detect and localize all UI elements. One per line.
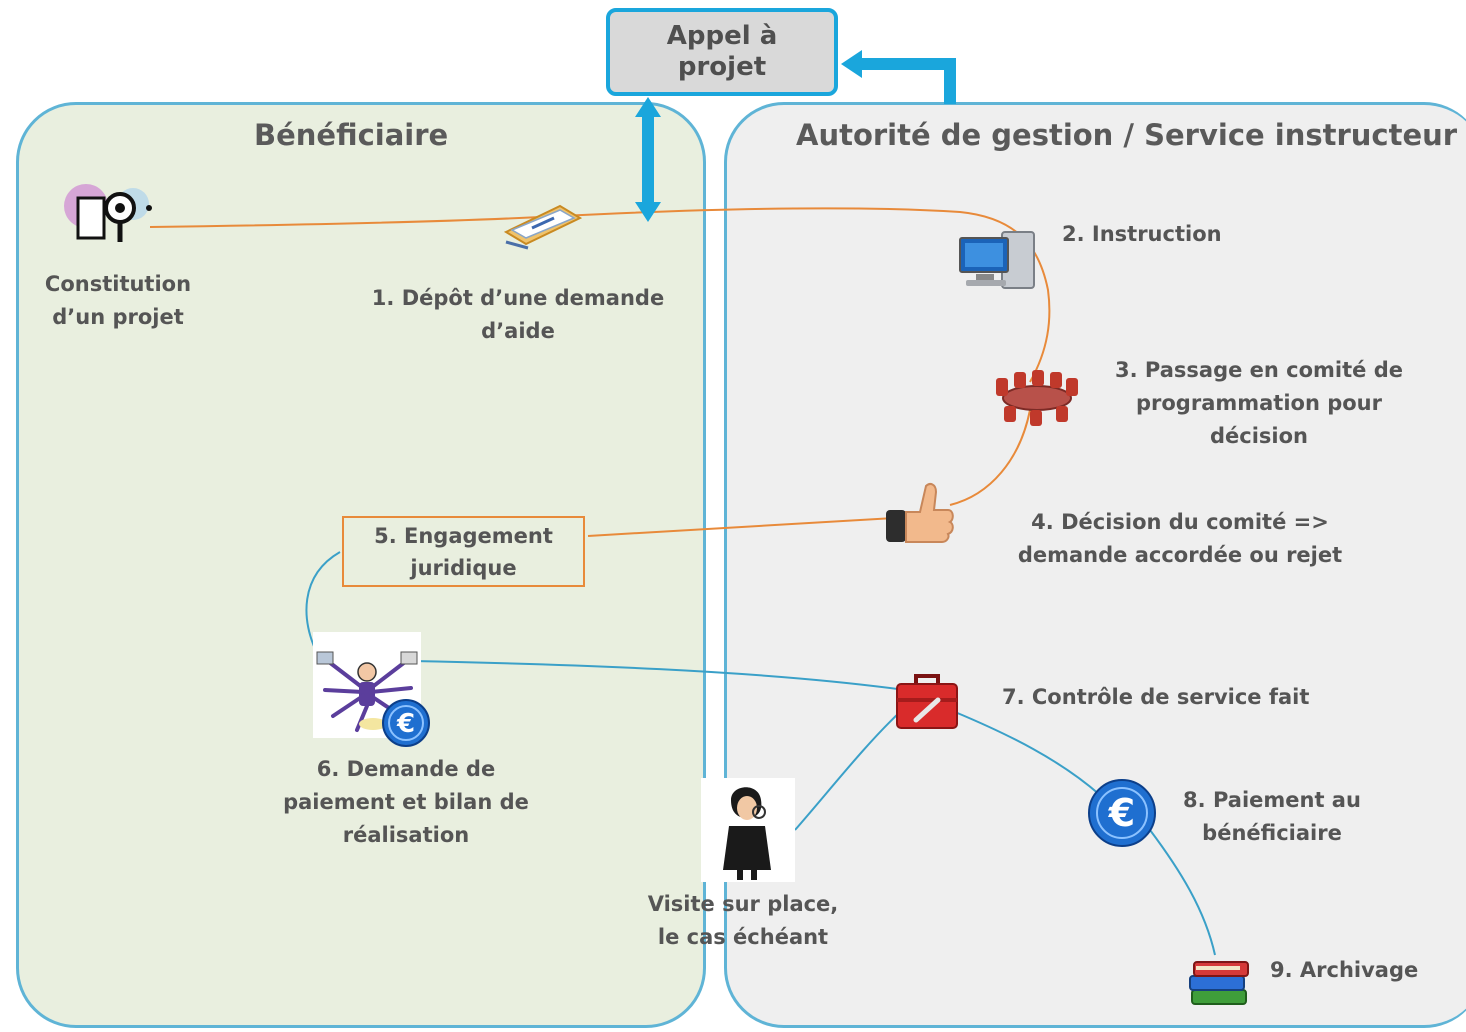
arrow-call-to-flow-head-down [635,202,661,222]
books-stack-icon [1188,950,1252,1012]
euro-coin-icon: € [1086,778,1158,852]
constitution-label: Constitution d’un projet [44,272,192,329]
step-3-label: 3. Passage en comité de programmation po… [1115,358,1403,448]
flow-line-committee-to-decision [949,409,1031,506]
flow-line-visit-to-control [794,711,901,831]
inspector-woman-icon [701,778,795,886]
committee-table-icon [990,368,1084,432]
euro-glyph: € [1108,791,1135,835]
step-2-label: 2. Instruction [1062,222,1222,246]
step-1-label: 1. Dépôt d’une demande d’aide [371,286,665,343]
step-7-label: 7. Contrôle de service fait [1002,685,1310,709]
authority-lane [724,102,1466,1028]
application-form-icon [502,202,584,254]
step-9-label: 9. Archivage [1270,958,1419,982]
thumbs-up-icon [884,480,956,552]
call-for-projects-box: Appel à projet [606,8,838,96]
flow-line-engagement-to-payment-request [305,551,341,656]
step-5-label: 5. Engagement juridique [374,523,553,580]
computer-icon [958,228,1040,296]
step-4-label: 4. Décision du comité => demande accordé… [1017,510,1343,567]
call-for-projects-label: Appel à projet [666,21,778,82]
flow-line-constitution-to-instruction [149,207,1051,383]
toolbox-icon [894,670,960,736]
step-5-legal-engagement-box: 5. Engagement juridique [342,516,585,587]
flow-line-payment-request-to-control [411,660,906,691]
euro-coin-small-icon: € [380,698,432,752]
flow-line-control-to-payment [954,711,1101,796]
euro-small-glyph: € [396,709,415,739]
arrow-authority-to-call-head [841,50,862,78]
step-6-label: 6. Demande de paiement et bilan de réali… [283,757,529,847]
step-8-label: 8. Paiement au bénéficiaire [1183,788,1361,845]
arrow-authority-to-call [858,58,956,104]
arrow-call-to-flow-head-up [635,97,661,117]
flow-line-payment-to-archive [1149,829,1216,956]
authority-lane-title: Autorité de gestion / Service instructeu… [796,118,1458,152]
visit-label: Visite sur place, le cas échéant [647,892,839,949]
flow-line-decision-to-engagement [587,517,896,537]
beneficiary-lane-title: Bénéficiaire [254,118,449,152]
project-search-icon [58,180,163,252]
